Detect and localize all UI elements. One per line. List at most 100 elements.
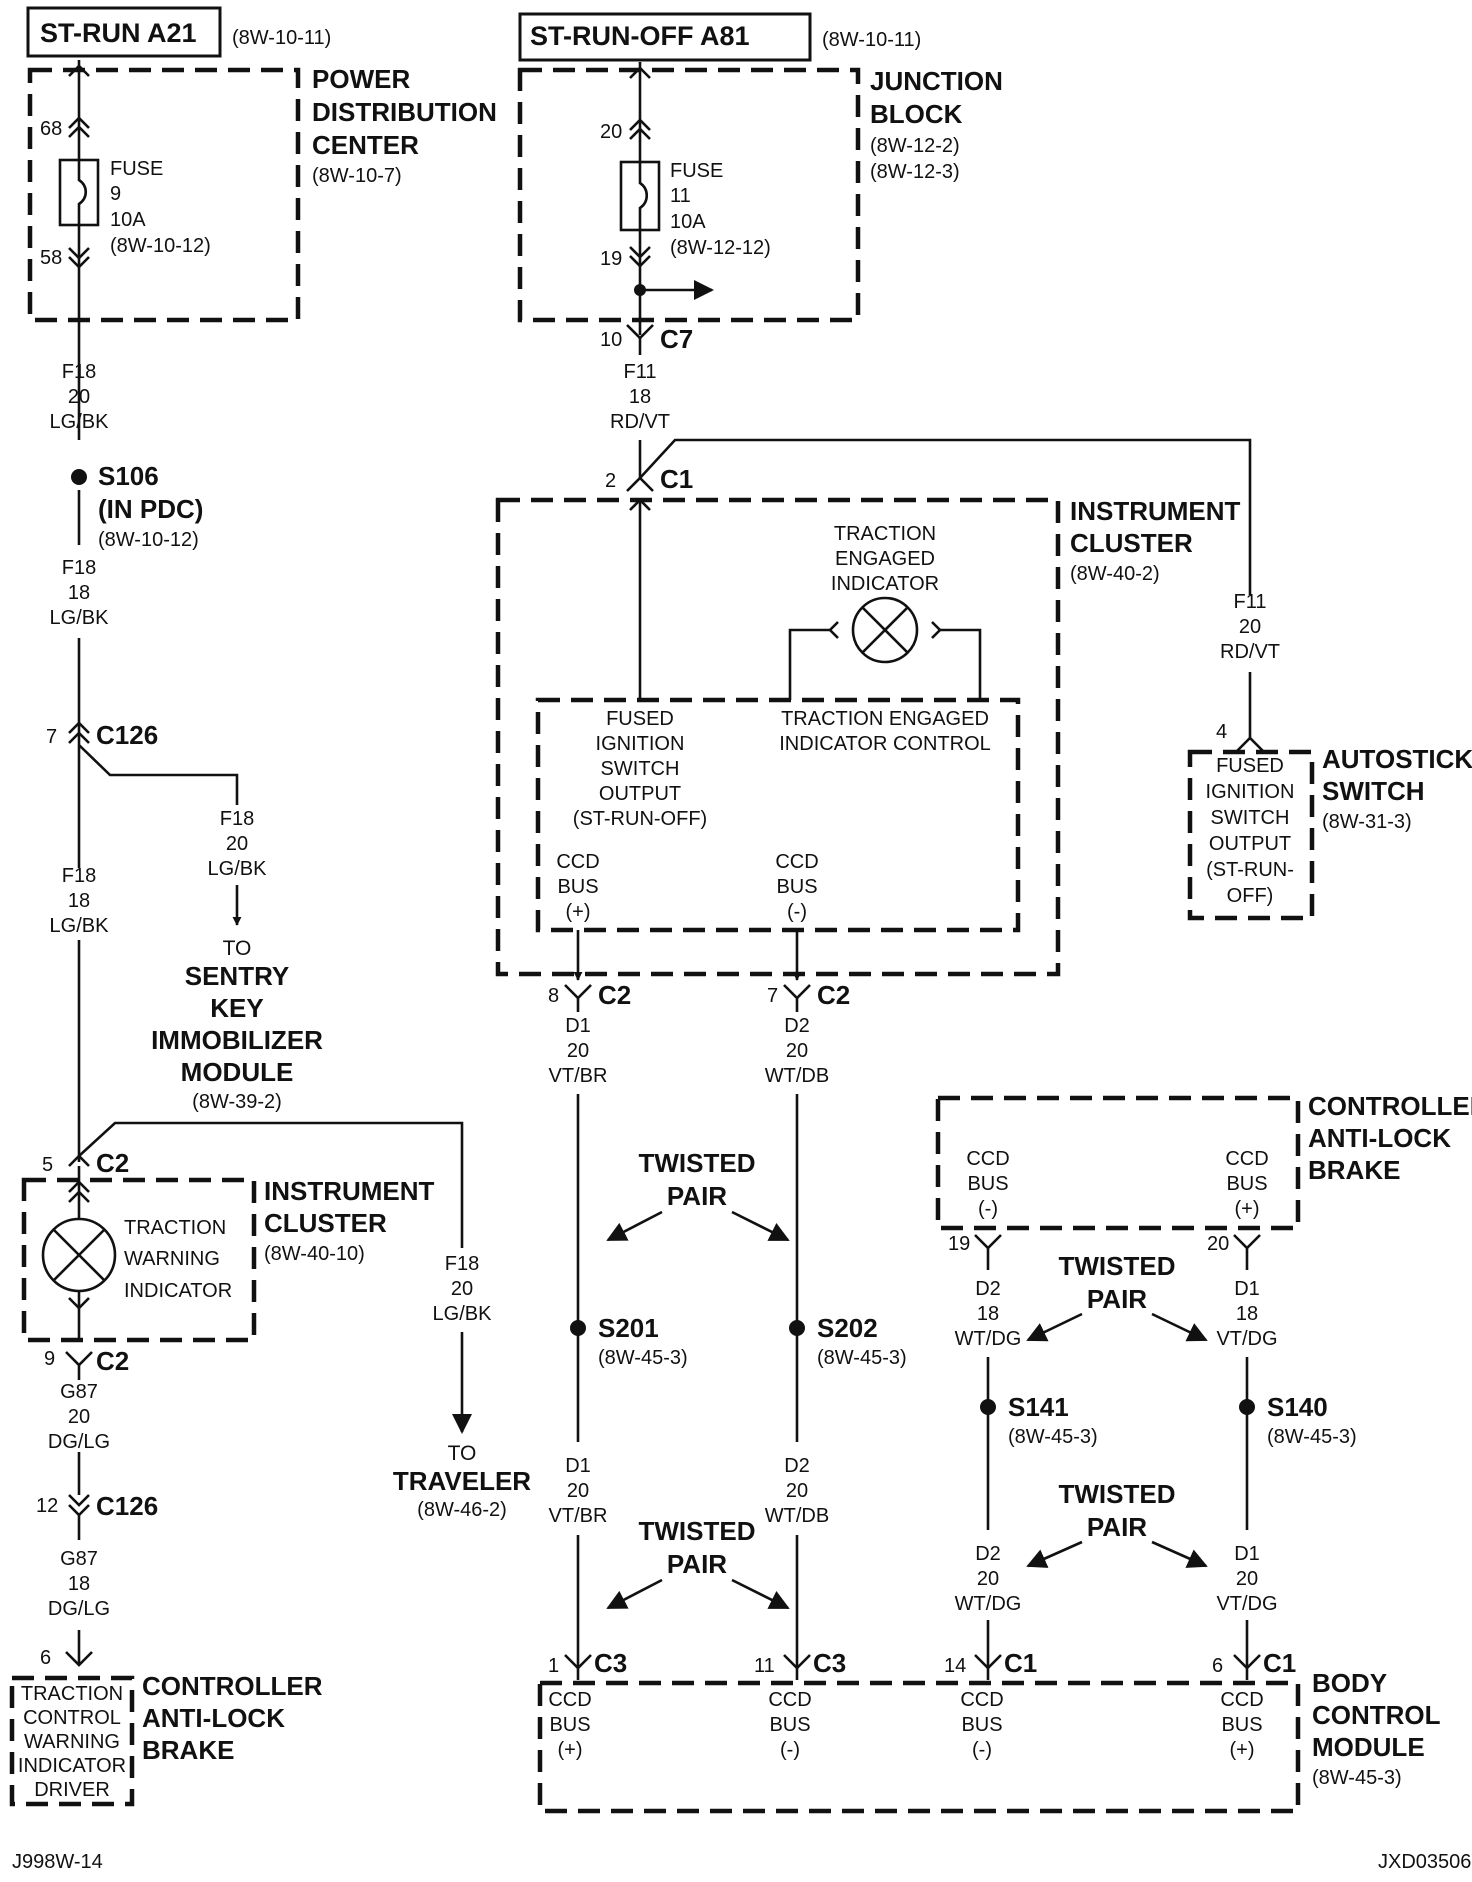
r-ccd-minus-3: (-)	[978, 1198, 998, 1220]
fuse-9-label: FUSE	[110, 158, 163, 180]
c2-top-pin: 5	[42, 1154, 53, 1176]
cluster-center-ref: (8W-40-2)	[1070, 563, 1160, 585]
s202-ref: (8W-45-3)	[817, 1347, 907, 1369]
wire-gauge: 18	[68, 582, 90, 604]
wire-gauge: 20	[567, 1040, 589, 1062]
jb-pin-19: 19	[600, 248, 622, 270]
jb-ref-2: (8W-12-3)	[870, 161, 960, 183]
bcm-title-2: CONTROL	[1312, 1700, 1441, 1730]
c2a-pin: 8	[548, 985, 559, 1007]
connector-c2-pin7: 7 C2	[767, 980, 850, 1010]
r-cab-title-1: CONTROLLER	[1308, 1091, 1472, 1121]
wire-gauge: 20	[1239, 616, 1261, 638]
r-ccd-minus-1: CCD	[966, 1148, 1009, 1170]
wire-gauge: 20	[68, 386, 90, 408]
wire-gauge: 20	[786, 1040, 808, 1062]
wire-color: RD/VT	[1220, 641, 1280, 663]
skim-ref: (8W-39-2)	[192, 1091, 282, 1113]
fuse-out-4: OUTPUT	[599, 783, 681, 805]
cab-title-1: CONTROLLER	[142, 1671, 323, 1701]
bcm-c1b-pin: 6	[1212, 1655, 1223, 1677]
bcm-title-3: MODULE	[1312, 1732, 1425, 1762]
fuse-out-1: FUSED	[606, 708, 674, 730]
left-wire-g87-1: G87 20 DG/LG	[48, 1380, 110, 1453]
wire-color: RD/VT	[610, 411, 670, 433]
wire-code: F18	[62, 557, 96, 579]
r-ccd-minus-2: BUS	[967, 1173, 1008, 1195]
c2-bottom-pin: 9	[44, 1348, 55, 1370]
bcm-ref: (8W-45-3)	[1312, 1767, 1402, 1789]
bcm-c1a-pin: 14	[944, 1655, 966, 1677]
c2a-name: C2	[598, 980, 631, 1010]
traveler-ref: (8W-46-2)	[417, 1499, 507, 1521]
cluster-title-1: INSTRUMENT	[264, 1176, 435, 1206]
s201-label: S201	[598, 1313, 659, 1343]
left-wire-f18-1: F18 20 LG/BK	[50, 361, 110, 433]
wire-color: WT/DB	[765, 1505, 829, 1527]
wire-code: F18	[62, 361, 96, 383]
wire-gauge: 20	[1236, 1568, 1258, 1590]
tei-ctrl-1: TRACTION ENGAGED	[781, 708, 989, 730]
junction-block: JUNCTION BLOCK (8W-12-2) (8W-12-3) 20 FU…	[517, 62, 1003, 335]
s140-ref: (8W-45-3)	[1267, 1426, 1357, 1448]
left-wire-f18-2: F18 18 LG/BK	[50, 557, 110, 629]
r-ccd-plus-1: CCD	[1225, 1148, 1268, 1170]
to-traveler-label: TO TRAVELER (8W-46-2)	[393, 1442, 531, 1521]
wire-color: VT/DG	[1216, 1593, 1277, 1615]
bcm-c3a-pin: 1	[548, 1655, 559, 1677]
ccd-plus-3: (+)	[566, 901, 591, 923]
autostick-title-2: SWITCH	[1322, 776, 1425, 806]
wire-gauge: 18	[629, 386, 651, 408]
st-run-off-header: ST-RUN-OFF A81 (8W-10-11)	[518, 12, 921, 62]
c126-top-pin: 7	[46, 726, 57, 748]
connector-c2-pin8: 8 C2	[548, 980, 631, 1010]
to-text: TO	[448, 1442, 477, 1465]
wire-code: F11	[1234, 591, 1267, 613]
wire-code: D2	[784, 1455, 810, 1477]
wire-color: LG/BK	[50, 411, 110, 433]
twisted-pair-right-1: TWISTED PAIR	[1026, 1251, 1208, 1342]
pdc-title-2: DISTRIBUTION	[312, 97, 497, 127]
wire-color: VT/DG	[1216, 1328, 1277, 1350]
c2-bottom-name: C2	[96, 1346, 129, 1376]
bcm-c1a-name: C1	[1004, 1648, 1037, 1678]
cab-left-pin: 6	[40, 1647, 51, 1669]
c2-top-name: C2	[96, 1148, 129, 1178]
wire-color: VT/BR	[549, 1065, 608, 1087]
wire-gauge: 20	[786, 1480, 808, 1502]
st-run-title: ST-RUN A21	[40, 18, 197, 48]
traveler-name: TRAVELER	[393, 1466, 531, 1496]
s202-label: S202	[817, 1313, 878, 1343]
wire-color: VT/BR	[549, 1505, 608, 1527]
jb-pin-20: 20	[600, 121, 622, 143]
wire-color: LG/BK	[433, 1303, 493, 1325]
r-cab-title-3: BRAKE	[1308, 1155, 1400, 1185]
wire-gauge: 20	[451, 1278, 473, 1300]
bcm-title-1: BODY	[1312, 1668, 1387, 1698]
wire-gauge: 18	[1236, 1303, 1258, 1325]
wire-d1-vt-br-1: D1 20 VT/BR	[549, 1015, 608, 1087]
wire-color: LG/BK	[208, 858, 268, 880]
s141-label: S141	[1008, 1392, 1069, 1422]
c1-pin: 2	[605, 470, 616, 492]
wire-d2-wt-db-1: D2 20 WT/DB	[765, 1015, 829, 1087]
twisted-text-1: TWISTED	[1059, 1479, 1176, 1509]
fuse-11-label: FUSE	[670, 160, 723, 182]
wire-color-3: LG/BK	[50, 915, 110, 937]
twisted-text-1: TWISTED	[639, 1516, 756, 1546]
jb-ref-1: (8W-12-2)	[870, 135, 960, 157]
st-run-off-title: ST-RUN-OFF A81	[530, 21, 750, 51]
wire-gauge: 20	[226, 833, 248, 855]
r-pin-19: 19	[948, 1233, 970, 1255]
r-ccd-plus-3: (+)	[1235, 1198, 1260, 1220]
bcm-ccd3-2: BUS	[961, 1714, 1002, 1736]
cluster-title-2: CLUSTER	[264, 1208, 387, 1238]
bcm-ccd2-2: BUS	[769, 1714, 810, 1736]
wire-code: D1	[565, 1015, 591, 1037]
st-run-off-ref: (8W-10-11)	[822, 29, 921, 51]
as-inner-2: IGNITION	[1206, 781, 1295, 803]
wire-code: D2	[975, 1543, 1001, 1565]
c2b-name: C2	[817, 980, 850, 1010]
right-controller-anti-lock-brake: CCD BUS (-) CCD BUS (+) CONTROLLER ANTI-…	[935, 1091, 1472, 1255]
cab-title-2: ANTI-LOCK	[142, 1703, 285, 1733]
